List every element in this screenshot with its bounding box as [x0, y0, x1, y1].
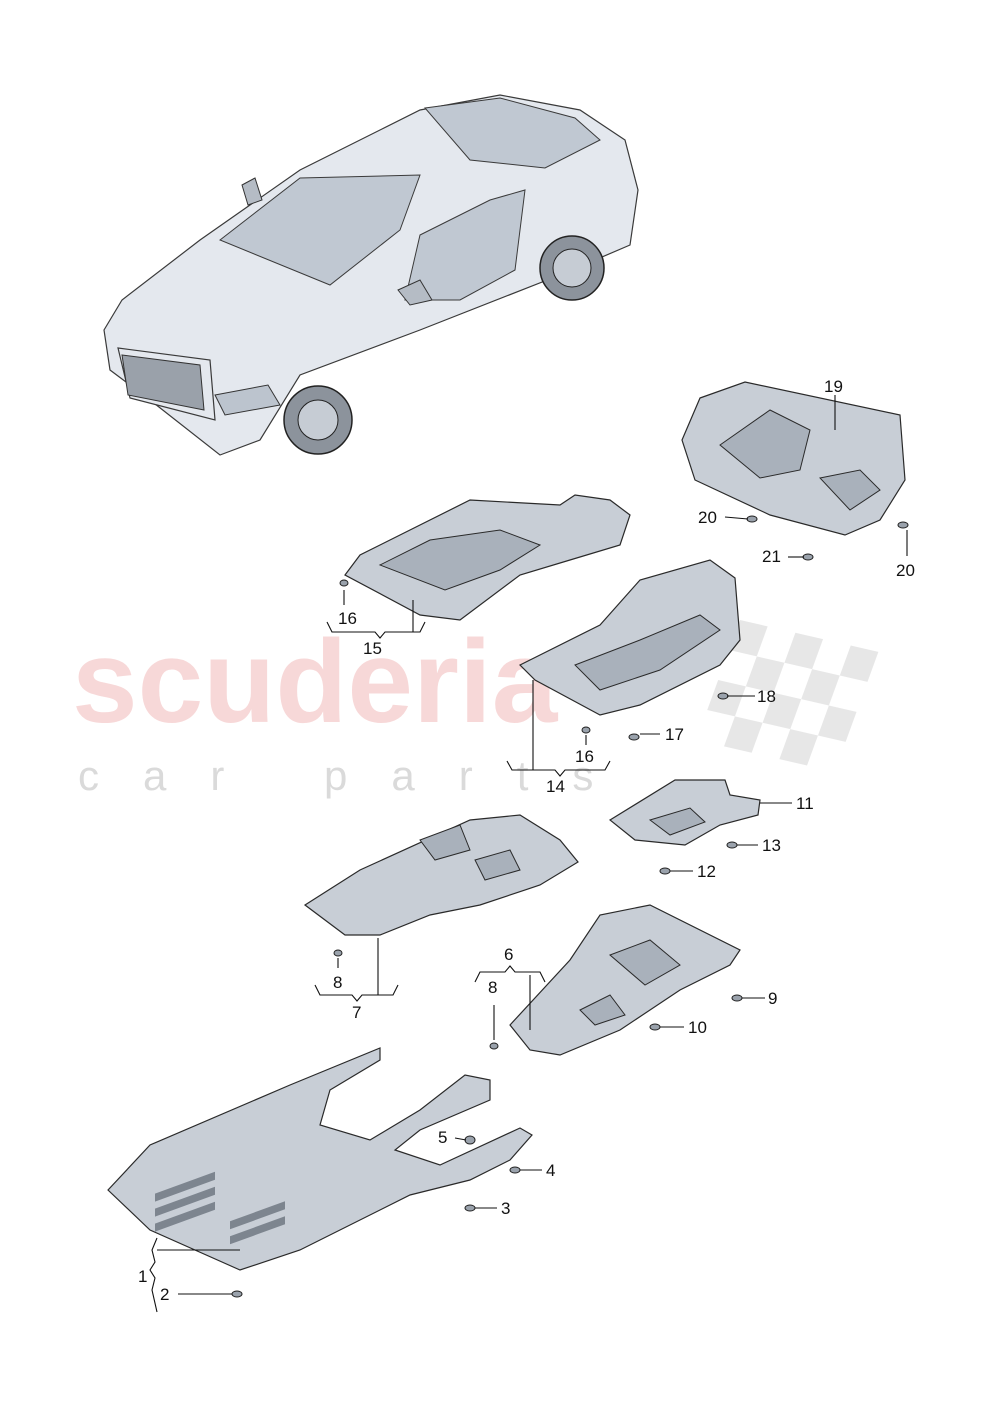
callout-19: 19 [824, 377, 843, 396]
callout-16-lower: 16 [575, 747, 594, 766]
leader-lines [149, 395, 908, 1313]
underbody-panel-1 [107, 1047, 533, 1271]
watermark: scuderia car parts [72, 616, 879, 799]
callout-18: 18 [757, 687, 776, 706]
callout-8-right: 8 [488, 978, 497, 997]
callout-20-left: 20 [698, 508, 717, 527]
callout-5: 5 [438, 1128, 447, 1147]
underbody-panel-15 [344, 494, 631, 621]
grille [121, 354, 205, 411]
callout-1: 1 [138, 1267, 147, 1286]
fasteners [231, 515, 909, 1298]
callout-4: 4 [546, 1161, 555, 1180]
callout-14: 14 [546, 777, 565, 796]
underbody-panel-19 [681, 381, 906, 536]
callout-9: 9 [768, 989, 777, 1008]
callout-15: 15 [363, 639, 382, 658]
underbody-panel-11 [608, 779, 761, 846]
callout-13: 13 [762, 836, 781, 855]
callout-6: 6 [504, 945, 513, 964]
underbody-panel-7 [303, 814, 579, 936]
watermark-tagline: car parts [78, 752, 637, 799]
callout-3: 3 [501, 1199, 510, 1218]
callout-2: 2 [160, 1285, 169, 1304]
callout-16-upper: 16 [338, 609, 357, 628]
callout-11: 11 [796, 794, 814, 813]
callout-7: 7 [352, 1003, 361, 1022]
callout-10: 10 [688, 1018, 707, 1037]
car-illustration [103, 94, 639, 456]
underbody-panel-6 [509, 904, 741, 1056]
callout-8-left: 8 [333, 973, 342, 992]
callout-12: 12 [697, 862, 716, 881]
checkered-flag-icon [707, 620, 879, 766]
underbody-panel-14 [518, 559, 741, 716]
callout-20-right: 20 [896, 561, 915, 580]
callout-numbers: 19 20 21 20 16 15 18 17 16 14 11 13 12 6… [138, 377, 915, 1304]
callout-21: 21 [762, 547, 781, 566]
vent-slots [155, 1171, 285, 1245]
watermark-brand: scuderia [72, 616, 559, 748]
callout-17: 17 [665, 725, 684, 744]
